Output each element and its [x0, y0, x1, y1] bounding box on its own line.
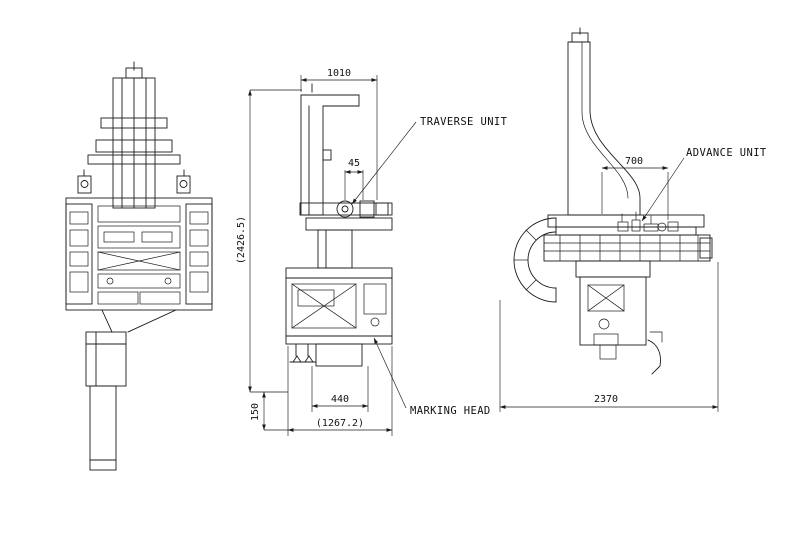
traverse-unit-label: TRAVERSE UNIT [420, 116, 508, 128]
dim-foot-height: 150 [250, 403, 261, 421]
front-view [65, 61, 213, 471]
marking-head-leader [373, 337, 407, 409]
advance-unit-label: ADVANCE UNIT [686, 147, 767, 159]
dim-overall-height: (2426.5) [236, 216, 247, 264]
rear-view [513, 27, 713, 375]
traverse-unit-leader [351, 121, 417, 205]
dim-traverse-offset: 45 [348, 158, 360, 169]
dim-head-width: 440 [331, 394, 349, 405]
dim-top-width: 1010 [327, 68, 351, 79]
dimensions-right: 700 ADVANCE UNIT 2370 [499, 147, 767, 412]
side-view [285, 83, 393, 367]
dim-base-width: (1267.2) [316, 418, 364, 429]
dim-advance-travel: 700 [625, 156, 643, 167]
dimensions-center: 1010 45 (2426.5) 150 440 (1267.2) TRAVER… [236, 68, 508, 436]
marking-head-label: MARKING HEAD [410, 405, 491, 417]
dim-overall-depth: 2370 [594, 394, 618, 405]
advance-unit-leader [641, 157, 685, 222]
